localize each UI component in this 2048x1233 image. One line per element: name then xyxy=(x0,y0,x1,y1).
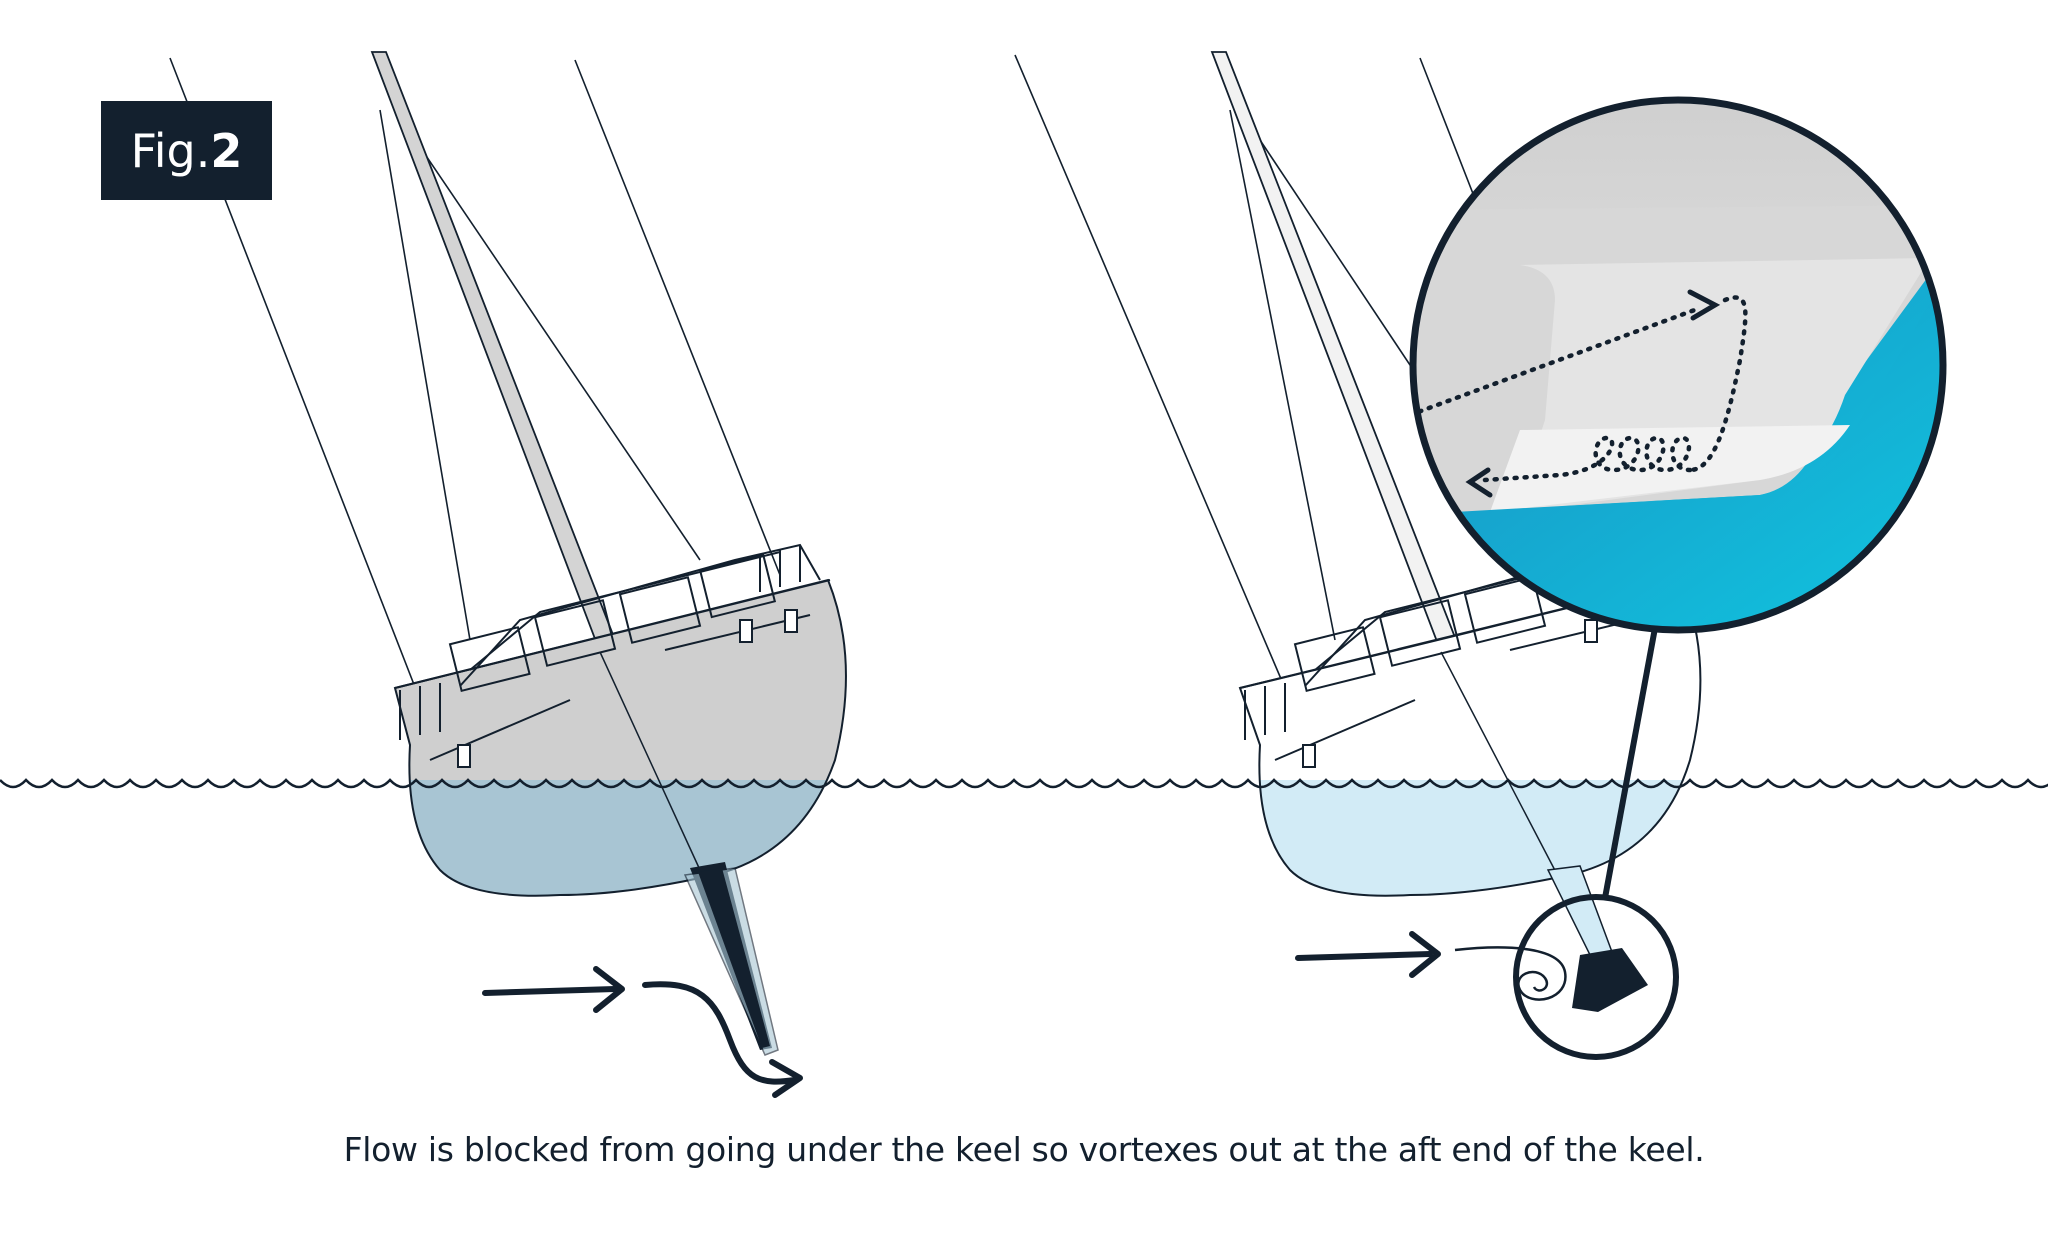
zoom-detail xyxy=(1409,96,1947,634)
left-incoming-arrow-icon xyxy=(482,986,618,996)
detail-circle-small xyxy=(1513,894,1679,1060)
detail-circle-large xyxy=(1409,96,1947,634)
figure-label-badge: Fig.2 xyxy=(101,101,272,200)
vortex-spiral-icon xyxy=(1454,946,1567,1001)
right-incoming-arrow-icon xyxy=(1295,951,1433,961)
left-flow-arrows xyxy=(482,966,803,1098)
figure-caption: Flow is blocked from going under the kee… xyxy=(343,1130,1705,1169)
left-mast xyxy=(370,51,619,654)
right-keel xyxy=(1546,865,1616,966)
left-deflected-flow-arrow-icon xyxy=(642,981,798,1085)
figure-label-number: 2 xyxy=(210,123,243,178)
figure-label-prefix: Fig. xyxy=(130,123,211,178)
water-surface-wave-line xyxy=(0,778,2048,789)
right-keel-bulb xyxy=(1572,948,1648,1012)
right-boat xyxy=(1014,51,1702,1012)
left-boat xyxy=(169,51,847,1056)
right-flow-arrows xyxy=(1295,931,1441,978)
magnifier-connector xyxy=(1602,627,1658,899)
zoom-flow-path xyxy=(1413,295,1748,483)
left-deck xyxy=(394,543,831,768)
